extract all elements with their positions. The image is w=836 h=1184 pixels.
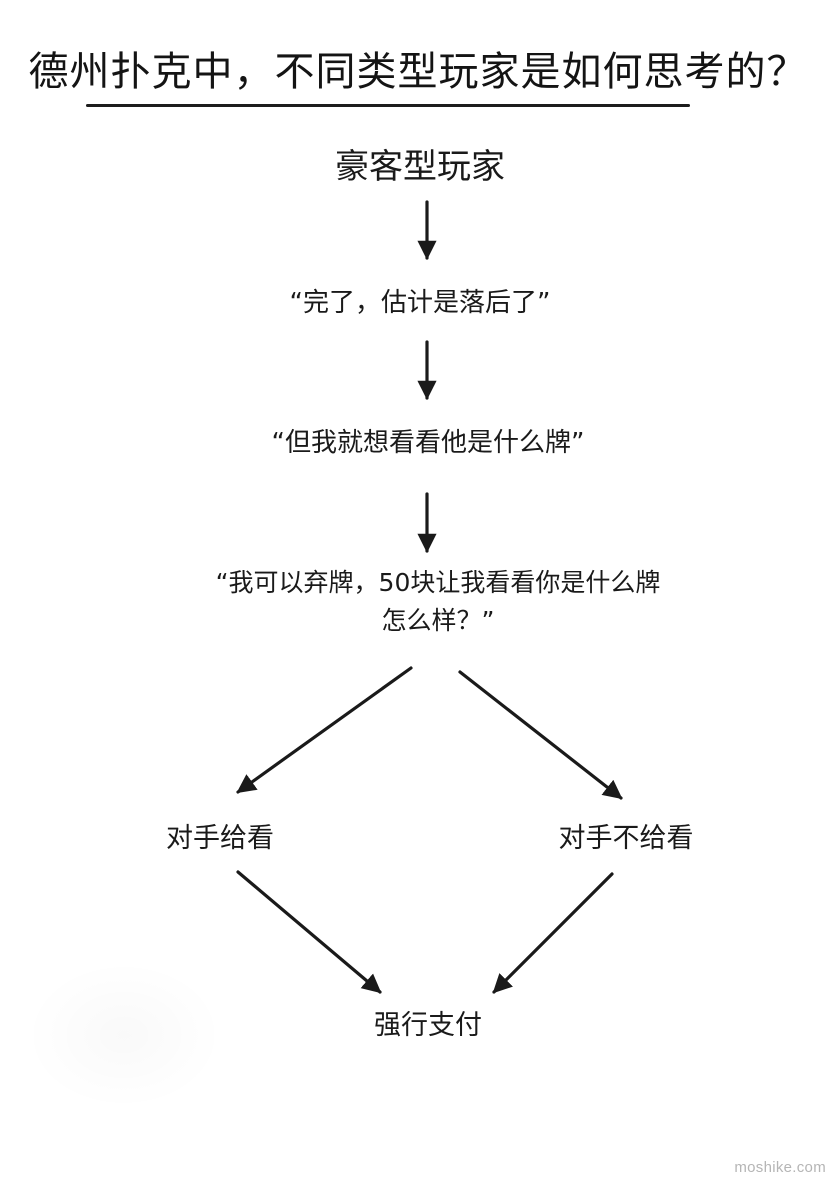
node-thought-3-line1: “我可以弃牌，50块让我看看你是什么牌 [215, 568, 661, 597]
node-thought-3-line2: 怎么样？” [381, 606, 495, 635]
arrow-right-to-result [492, 872, 614, 994]
arrow-thought3-to-left [236, 666, 413, 794]
arrow-left-to-result [236, 870, 382, 994]
node-thought-3: “我可以弃牌，50块让我看看你是什么牌 怎么样？” [0, 564, 836, 640]
arrow-thought3-to-right [458, 670, 623, 800]
node-branch-left: 对手给看 [166, 823, 274, 854]
watermark: moshike.com [734, 1159, 826, 1176]
node-branch-right: 对手不给看 [558, 823, 694, 854]
paper-smudge [24, 960, 224, 1110]
node-thought-2: “但我就想看看他是什么牌” [271, 428, 585, 458]
diagram-title: 德州扑克中，不同类型玩家是如何思考的？ [28, 49, 808, 95]
node-player-type: 豪客型玩家 [335, 147, 505, 187]
title-underline [86, 104, 690, 107]
node-thought-1: “完了，估计是落后了” [289, 288, 551, 318]
node-result: 强行支付 [374, 1010, 482, 1041]
